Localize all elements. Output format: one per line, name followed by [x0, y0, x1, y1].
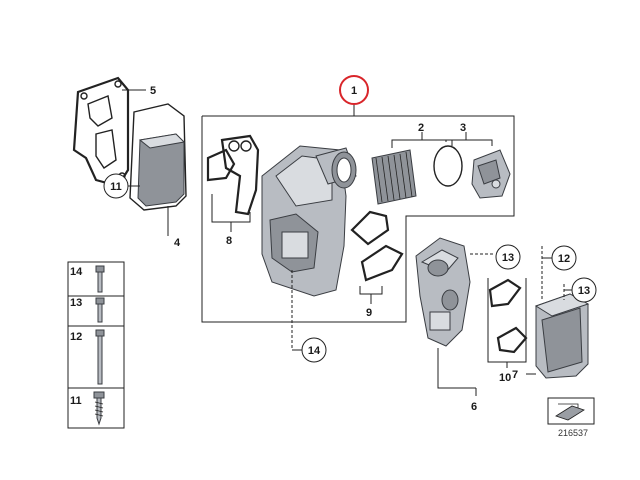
- bolt-13-icon: [95, 297, 105, 323]
- callout-1[interactable]: 1: [339, 75, 369, 105]
- callout-1-label: 1: [351, 85, 357, 97]
- label-2: 2: [418, 122, 424, 134]
- legend-13: 13: [70, 297, 82, 309]
- label-8: 8: [226, 235, 232, 247]
- part-3-cap: [471, 149, 511, 199]
- legend-14: 14: [70, 266, 83, 278]
- reference-number: 216537: [558, 428, 588, 438]
- callout-13-right[interactable]: 13: [571, 277, 597, 303]
- part-8-gaskets: [206, 134, 260, 216]
- reference-box: [547, 397, 595, 425]
- fastener-legend: 14 13 12 11: [67, 261, 125, 429]
- callout-11-left[interactable]: 11: [103, 173, 129, 199]
- assembly-frame: [201, 104, 515, 323]
- callout-12-label: 12: [558, 253, 570, 265]
- callout-13-right-label: 13: [578, 285, 590, 297]
- label-7: 7: [512, 369, 518, 381]
- callout-11-left-label: 11: [110, 181, 122, 193]
- bolt-12-icon: [95, 329, 105, 385]
- part-10-gaskets: [488, 278, 528, 354]
- label-5: 5: [150, 85, 156, 97]
- legend-12: 12: [70, 331, 82, 343]
- callout-13-center-label: 13: [502, 252, 514, 264]
- label-9: 9: [366, 307, 372, 319]
- part-5-gasket: [72, 76, 130, 188]
- callout-14-label: 14: [308, 345, 321, 357]
- callout-12[interactable]: 12: [551, 245, 577, 271]
- part-6-housing: [415, 237, 471, 347]
- label-4: 4: [174, 237, 181, 249]
- part-9-gaskets: [350, 210, 404, 282]
- label-3: 3: [460, 122, 466, 134]
- part-2-filter: [371, 145, 463, 205]
- label-6: 6: [471, 401, 477, 413]
- label-10: 10: [499, 372, 511, 384]
- part-7-cooler: [534, 293, 590, 379]
- main-housing: [261, 145, 357, 297]
- bolt-14-icon: [95, 265, 105, 293]
- screw-11-icon: [93, 391, 105, 426]
- callout-14[interactable]: 14: [301, 337, 327, 363]
- legend-11: 11: [70, 395, 82, 407]
- part-4-cover: [129, 103, 187, 211]
- callout-13-center[interactable]: 13: [495, 244, 521, 270]
